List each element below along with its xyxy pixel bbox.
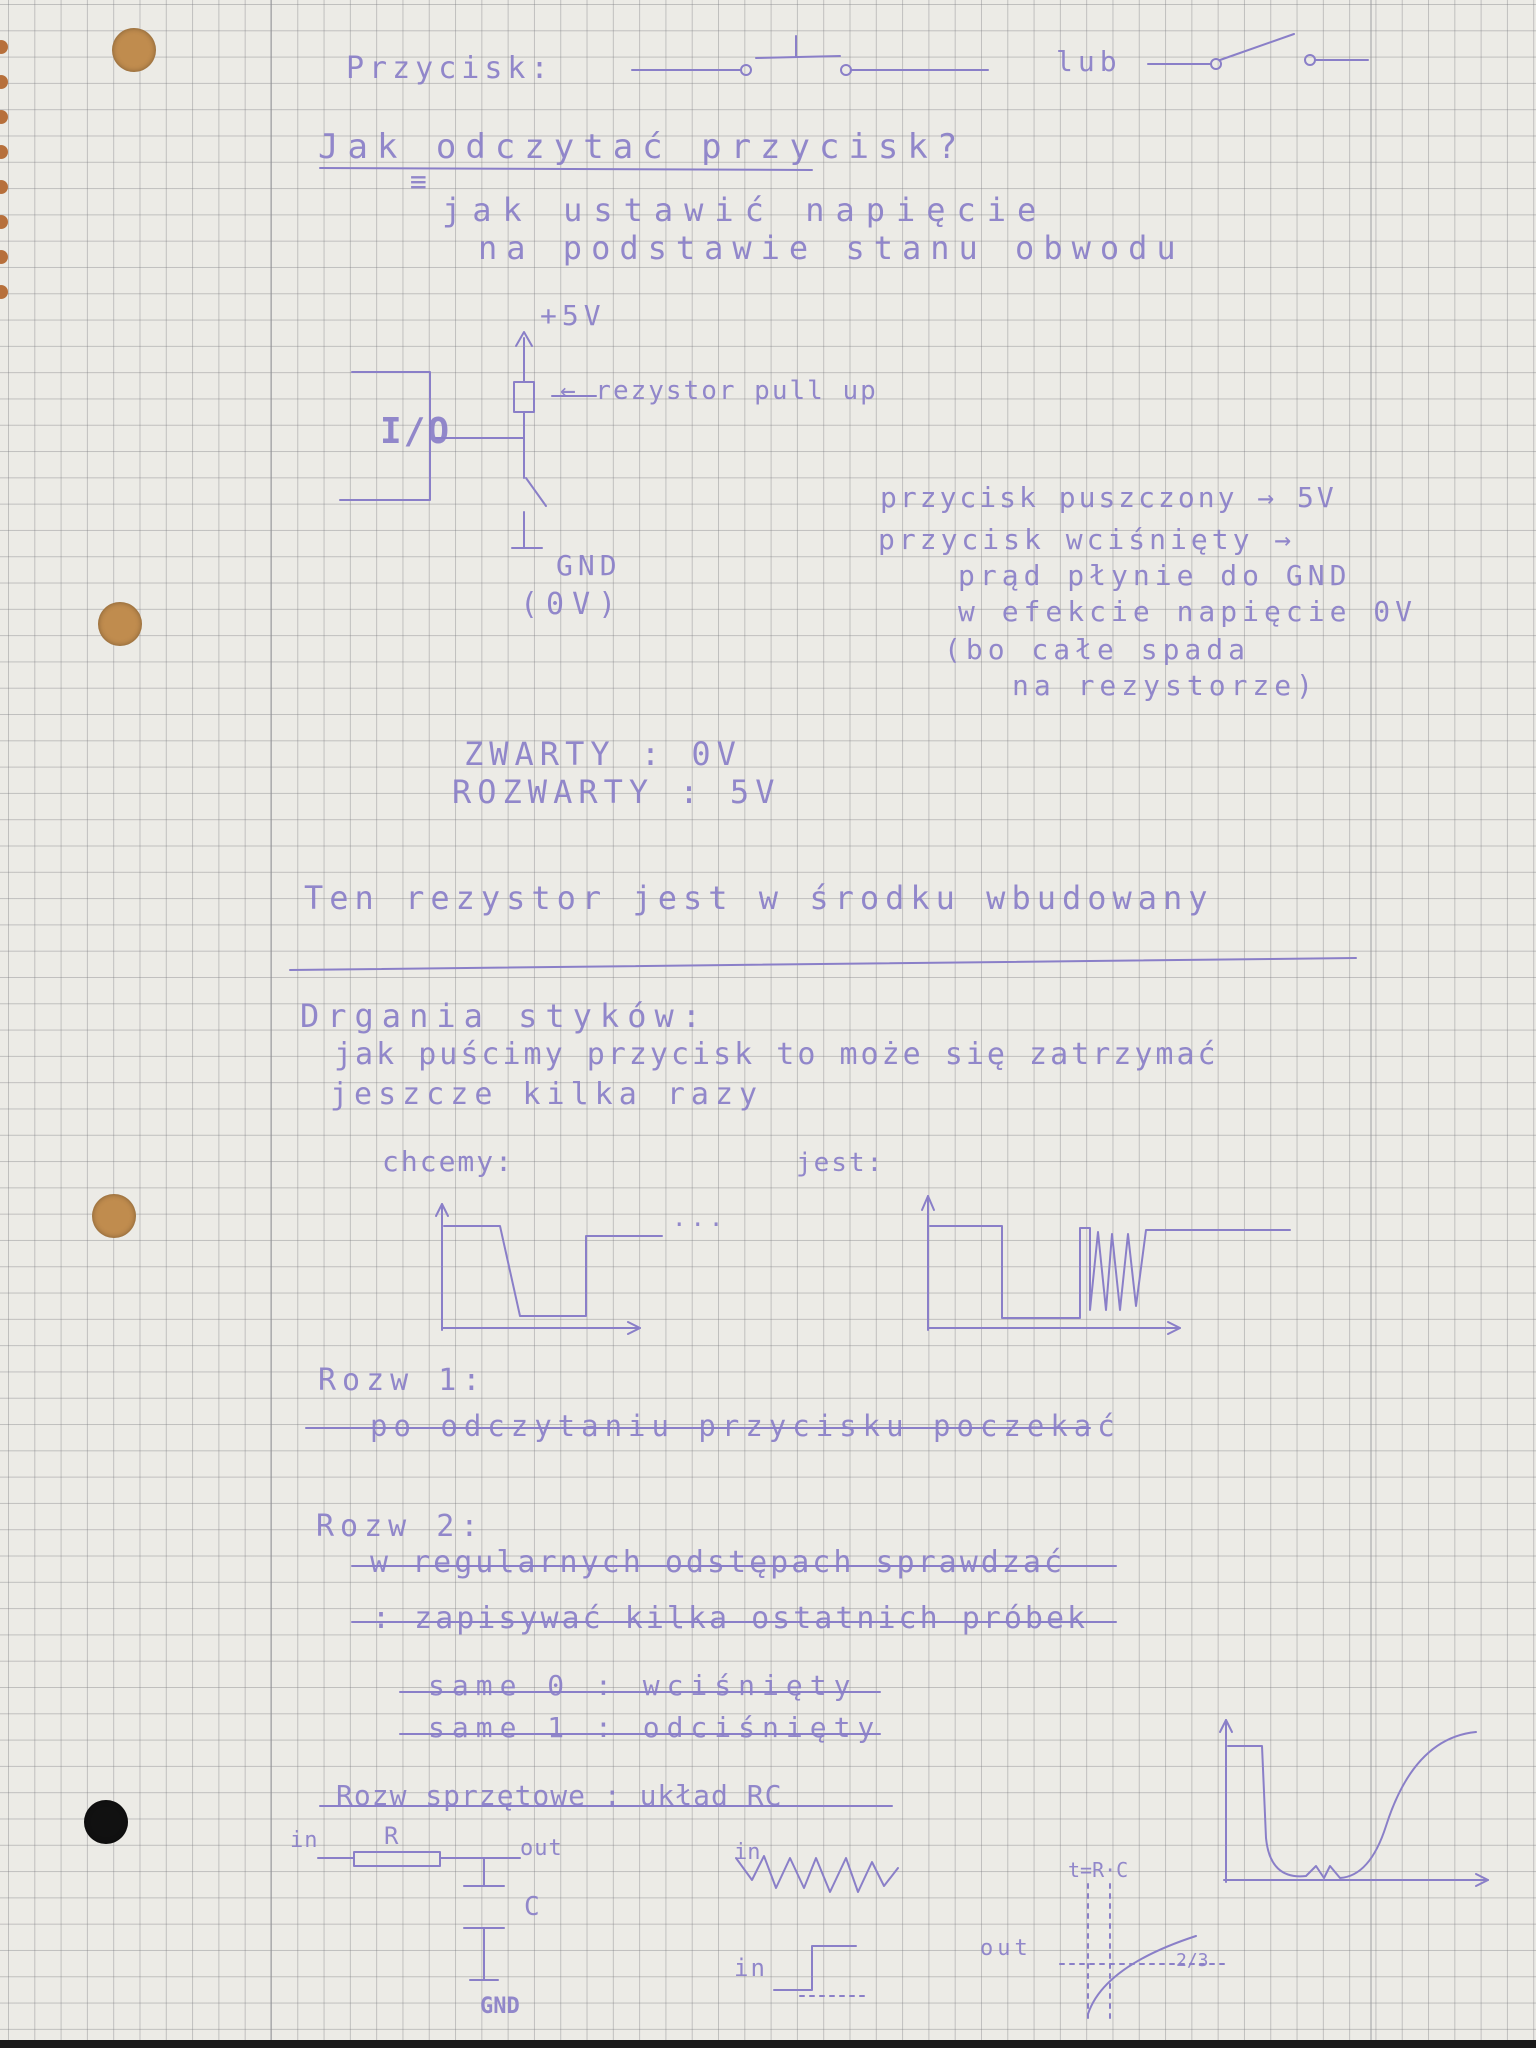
note-line-5: (bo całe spada <box>944 633 1251 666</box>
underline <box>320 168 812 170</box>
equiv-sign: ≡ <box>410 165 432 198</box>
rozw-2-line-2: : zapisywać kilka ostatnich próbek <box>372 1601 1089 1636</box>
step-label-in: in <box>734 1954 767 1982</box>
state-same-0: same 0 : wciśnięty <box>428 1669 858 1702</box>
rc-label-r: R <box>384 1822 404 1850</box>
label-pullup: ← rezystor pull up <box>560 376 878 406</box>
label-io: I/O <box>380 411 452 452</box>
rc-label-c: C <box>524 1892 545 1922</box>
step-input-plot <box>774 1946 870 1996</box>
answer-line-1: jak ustawić napięcie <box>442 191 1048 229</box>
spiral-ring <box>0 145 8 159</box>
heading-drgania: Drgania styków: <box>300 997 709 1035</box>
note-line-6: na rezystorze) <box>1012 669 1319 702</box>
label-tau: t=R·C <box>1068 1858 1129 1882</box>
margin-line-left <box>270 0 272 2040</box>
spiral-ring <box>0 40 8 54</box>
rc-charging-plot <box>1060 1884 1230 2018</box>
note-line-4: w efekcie napięcie 0V <box>958 595 1418 628</box>
rc-circuit <box>318 1852 520 1980</box>
pullup-circuit <box>340 332 596 548</box>
step-label-out: out <box>980 1936 1032 1961</box>
noisy-input-wave <box>736 1856 898 1892</box>
note-line-1: przycisk puszczony → 5V <box>880 481 1337 514</box>
pushbutton-symbol <box>632 36 988 75</box>
state-rozwarty: ROZWARTY : 5V <box>452 773 781 811</box>
spiral-ring <box>0 110 8 124</box>
wave-label-in: in <box>734 1840 761 1865</box>
note-builtin-resistor: Ten rezystor jest w środku wbudowany <box>304 879 1214 917</box>
rozw-1-text: po odczytaniu przycisku poczekać <box>370 1409 1121 1443</box>
label-chcemy: chcemy: <box>382 1145 515 1178</box>
note-line-2: przycisk wciśnięty → <box>878 523 1296 556</box>
filtered-signal-plot <box>1220 1720 1488 1886</box>
bouncing-signal-plot <box>922 1196 1290 1334</box>
spiral-ring <box>0 180 8 194</box>
rc-label-gnd: GND <box>480 1994 520 2019</box>
state-zwarty: ZWARTY : 0V <box>464 735 742 773</box>
label-jest: jest: <box>796 1148 885 1178</box>
binder-hole <box>112 28 156 72</box>
binder-hole <box>92 1194 136 1238</box>
label-two-thirds: 2/3 <box>1176 1950 1209 1971</box>
label-lub: lub <box>1056 45 1122 78</box>
note-line-3: prąd płynie do GND <box>958 559 1352 592</box>
heading-rozw-1: Rozw 1: <box>318 1363 487 1398</box>
spiral-ring <box>0 250 8 264</box>
rozw-2-line-1: w regularnych odstępach sprawdzać <box>370 1545 1066 1580</box>
drgania-line-2: jeszcze kilka razy <box>330 1077 764 1112</box>
ideal-signal-plot <box>436 1204 662 1334</box>
switch-symbol <box>1148 34 1368 69</box>
heading-rozw-2: Rozw 2: <box>316 1509 485 1544</box>
heading-przycisk: Przycisk: <box>346 51 554 86</box>
label-0v: (0V) <box>520 587 625 622</box>
drgania-line-1: jak puścimy przycisk to może się zatrzym… <box>334 1037 1219 1072</box>
answer-line-2: na podstawie stanu obwodu <box>478 229 1185 267</box>
rc-label-out: out <box>520 1836 563 1861</box>
desk-edge <box>0 2040 1536 2048</box>
spiral-ring <box>0 75 8 89</box>
spiral-ring <box>0 215 8 229</box>
rc-label-in: in <box>290 1828 319 1853</box>
heading-rozw-sprzetowe: Rozw sprzętowe : układ RC <box>336 1779 783 1812</box>
margin-line-right <box>1370 0 1372 2040</box>
state-same-1: same 1 : odciśnięty <box>428 1711 882 1744</box>
label-gnd: GND <box>556 549 622 582</box>
spiral-ring <box>0 285 8 299</box>
label-ellipsis: ... <box>672 1204 728 1232</box>
question-text: Jak odczytać przycisk? <box>318 127 967 167</box>
binder-hole <box>84 1800 128 1844</box>
label-5v: +5V <box>540 299 606 332</box>
binder-hole <box>98 602 142 646</box>
section-divider <box>290 958 1356 970</box>
